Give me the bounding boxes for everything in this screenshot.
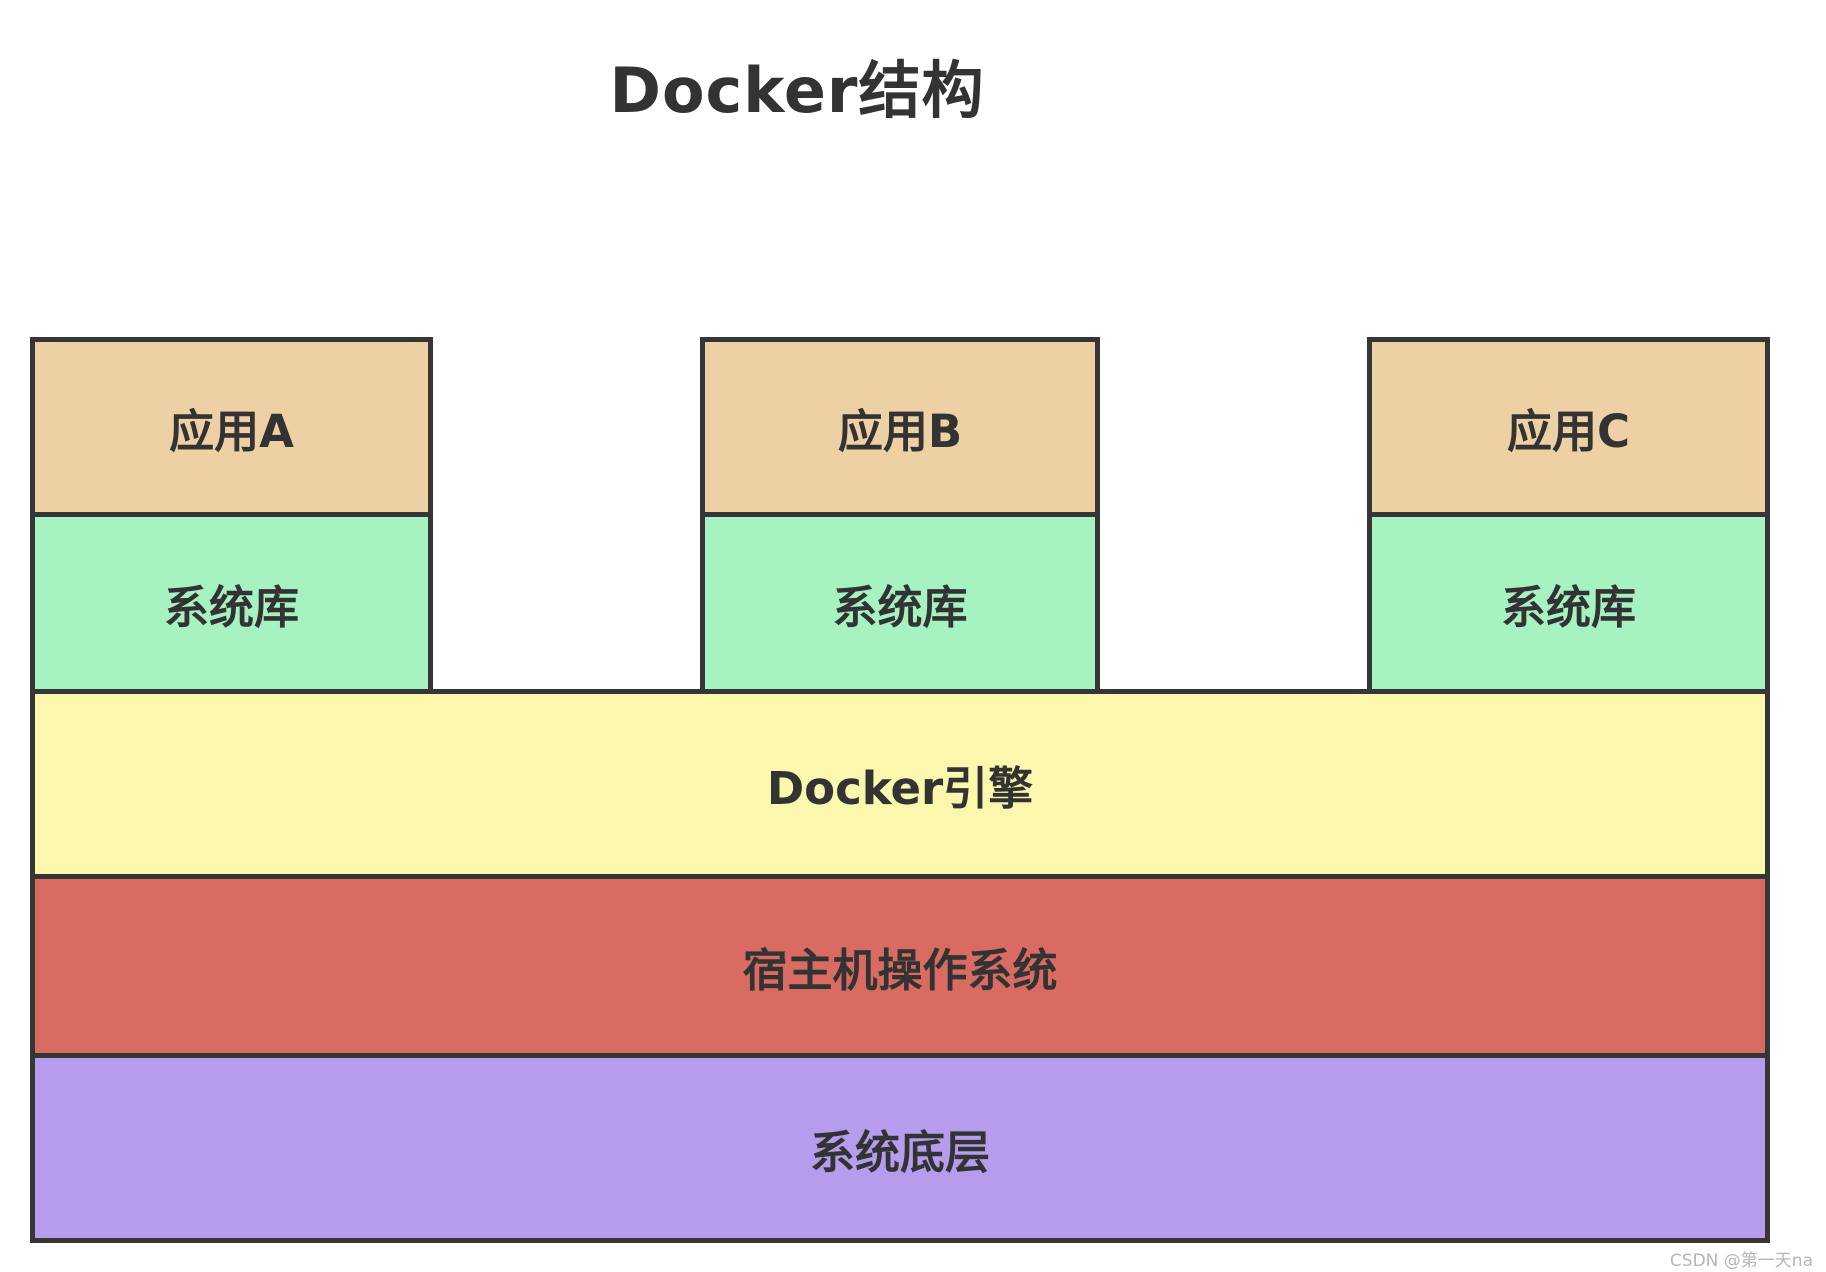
- system-base-layer: 系统底层: [30, 1053, 1770, 1243]
- system-lib-c-box: 系统库: [1367, 512, 1770, 694]
- docker-engine-layer: Docker引擎: [30, 689, 1770, 879]
- app-c-box: 应用C: [1367, 337, 1770, 517]
- system-lib-a-box: 系统库: [30, 512, 433, 694]
- diagram-title: Docker结构: [609, 54, 985, 127]
- app-a-box: 应用A: [30, 337, 433, 517]
- host-os-layer: 宿主机操作系统: [30, 874, 1770, 1058]
- app-b-box: 应用B: [700, 337, 1100, 517]
- csdn-watermark: CSDN @第一天na: [1669, 1251, 1813, 1271]
- system-lib-b-box: 系统库: [700, 512, 1100, 694]
